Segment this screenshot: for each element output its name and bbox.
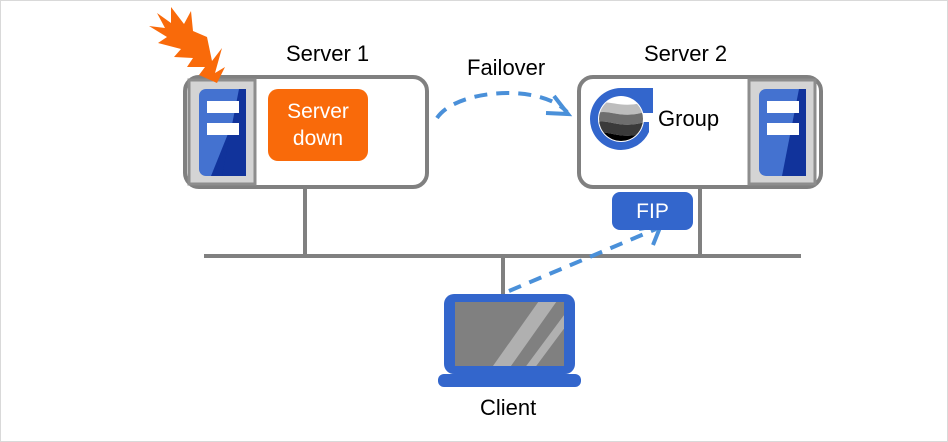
fault-burst-icon — [149, 7, 225, 83]
fip-badge — [612, 192, 693, 230]
server1-title-label: Server 1 — [286, 41, 370, 66]
client-monitor-icon — [438, 294, 581, 387]
server-down-badge-label: Server down — [287, 100, 349, 150]
server2-machine-icon — [747, 78, 817, 186]
client-label: Client — [480, 395, 537, 420]
group-logo-icon — [589, 87, 653, 150]
network-bus-group — [204, 187, 801, 301]
server1-icon-bar-bottom — [207, 123, 239, 135]
server2-icon-bar-top — [767, 101, 799, 113]
group-label: Group — [658, 106, 720, 131]
fip-badge-label: FIP — [636, 200, 669, 223]
server1-icon-bar-top — [207, 101, 239, 113]
client-screen-glare — [492, 302, 564, 366]
group-logo-globe — [599, 97, 643, 141]
server2-icon-bar-bottom — [767, 123, 799, 135]
failover-label: Failover — [467, 55, 546, 80]
server1-machine-icon — [187, 78, 257, 186]
client-monitor-base — [438, 374, 581, 387]
server-down-badge — [268, 89, 368, 161]
failover-arrow — [435, 91, 573, 120]
server2-title-label: Server 2 — [644, 41, 728, 66]
